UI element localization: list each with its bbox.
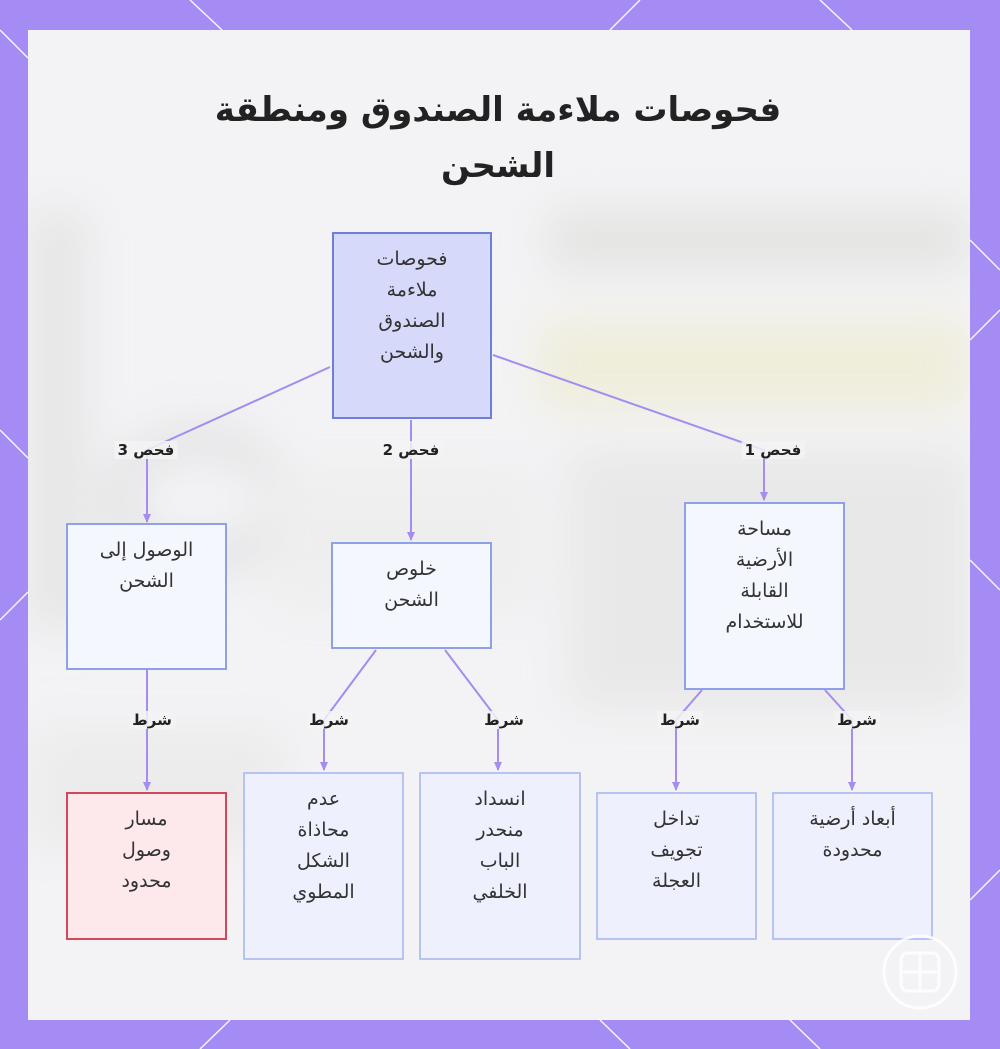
node-leaf-floor-dims-label: أبعاد أرضية محدودة [809,808,896,861]
node-leaf-wheel-well-label: تداخل تجويف العجلة [650,808,703,892]
node-leaf-tailgate-label: انسداد منحدر الباب الخلفي [472,788,528,903]
edge-check1-floor-dims [824,689,856,791]
edge-check2-fold-flat [320,649,377,771]
edge-root-check1 [492,354,768,501]
diagram-canvas: فحوصات ملاءمة الصندوق ومنطقة الشحن فحص 1… [28,30,970,1020]
node-check2-cargo-clearance: خلوص الشحن [331,542,492,649]
edge-label-check3: فحص 3 [114,441,178,459]
edge-label-cond-fold-flat: شرط [306,711,352,729]
node-check1-label: مساحة الأرضية القابلة للاستخدام [725,518,804,633]
node-leaf-floor-dims: أبعاد أرضية محدودة [772,792,933,940]
edge-check2-tailgate [444,649,502,771]
node-leaf-tailgate: انسداد منحدر الباب الخلفي [419,772,581,960]
node-leaf-fold-flat-label: عدم محاذاة الشكل المطوي [292,788,355,903]
edge-label-cond-access-path: شرط [129,711,175,729]
node-check3-cargo-access: الوصول إلى الشحن [66,523,227,670]
node-check2-label: خلوص الشحن [384,558,439,611]
node-root-label: فحوصات ملاءمة الصندوق والشحن [376,248,448,363]
node-leaf-access-path: مسار وصول محدود [66,792,227,940]
node-leaf-fold-flat: عدم محاذاة الشكل المطوي [243,772,404,960]
node-check3-label: الوصول إلى الشحن [99,539,194,592]
node-root: فحوصات ملاءمة الصندوق والشحن [332,232,492,419]
edge-label-cond-wheel-well: شرط [657,711,703,729]
node-leaf-access-path-label: مسار وصول محدود [121,808,172,892]
edge-label-cond-tailgate: شرط [481,711,527,729]
edge-label-cond-floor-dims: شرط [834,711,880,729]
edge-check1-wheel-well [672,689,703,791]
diagram-title: فحوصات ملاءمة الصندوق ومنطقة الشحن [214,90,782,186]
watermark-logo [882,934,958,1010]
node-check1-usable-floor: مساحة الأرضية القابلة للاستخدام [684,502,845,690]
edge-label-check1: فحص 1 [741,441,805,459]
edge-label-check2: فحص 2 [379,441,443,459]
node-leaf-wheel-well: تداخل تجويف العجلة [596,792,757,940]
